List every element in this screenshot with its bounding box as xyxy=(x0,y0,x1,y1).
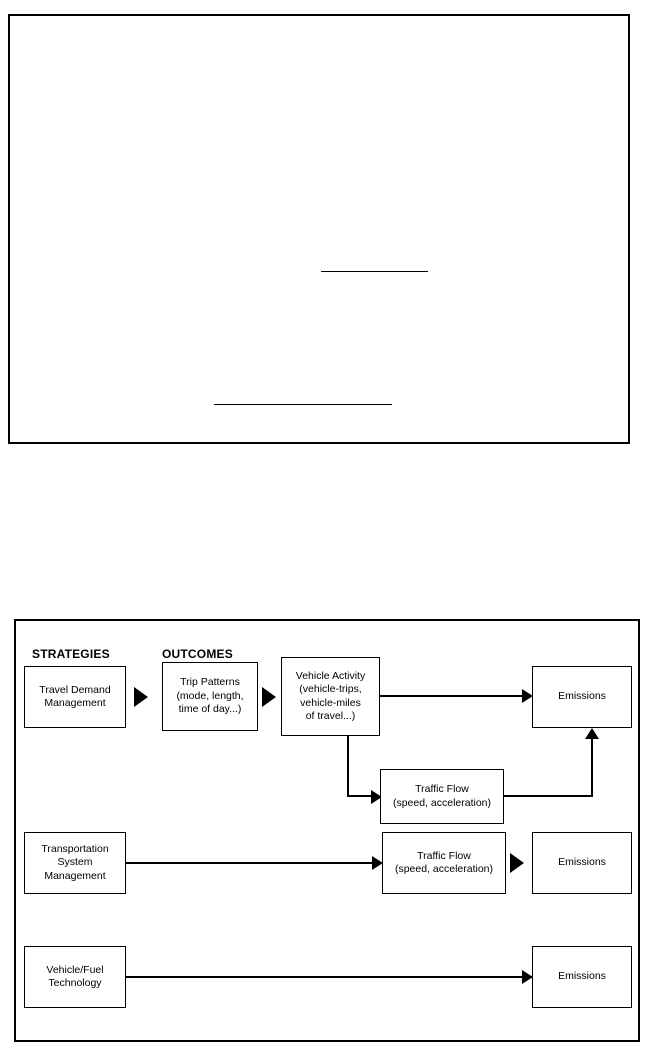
connector-vehicle-activity-to-traffic-flow xyxy=(347,795,374,797)
box-emissions-row2: Emissions xyxy=(532,832,632,894)
box-vehicle-activity: Vehicle Activity (vehicle-trips, vehicle… xyxy=(281,657,380,736)
column-heading-outcomes: OUTCOMES xyxy=(162,647,233,661)
box-traffic-flow-row1: Traffic Flow (speed, acceleration) xyxy=(380,769,504,824)
box-travel-demand-management: Travel Demand Management xyxy=(24,666,126,728)
arrow-traffic-flow-to-emissions-row2 xyxy=(510,853,524,873)
arrowhead-to-traffic-flow-row1 xyxy=(371,790,382,804)
arrowhead-tsm-to-traffic-flow-row2 xyxy=(372,856,383,870)
column-heading-strategies: STRATEGIES xyxy=(32,647,110,661)
box-emissions-row3: Emissions xyxy=(532,946,632,1008)
box-traffic-flow-row2: Traffic Flow (speed, acceleration) xyxy=(382,832,506,894)
box-trip-patterns: Trip Patterns (mode, length, time of day… xyxy=(162,662,258,731)
arrow-tdm-to-trip-patterns xyxy=(134,687,148,707)
arrow-trip-patterns-to-vehicle-activity xyxy=(262,687,276,707)
connector-vehicle-fuel-technology-to-emissions-row3 xyxy=(126,976,524,978)
arrowhead-to-emissions-row3 xyxy=(522,970,533,984)
connector-tsm-to-traffic-flow-row2 xyxy=(126,862,374,864)
top-blank-panel xyxy=(8,14,630,444)
horizontal-rule-upper xyxy=(321,271,428,272)
arrowhead-vehicle-activity-to-emissions xyxy=(522,689,533,703)
connector-vehicle-activity-down xyxy=(347,736,349,796)
box-transportation-system-management: Transportation System Management xyxy=(24,832,126,894)
box-emissions-row1: Emissions xyxy=(532,666,632,728)
connector-traffic-flow-up-row1 xyxy=(591,738,593,796)
flow-diagram-panel: STRATEGIES OUTCOMES Travel Demand Manage… xyxy=(14,619,640,1042)
horizontal-rule-lower xyxy=(214,404,392,405)
connector-vehicle-activity-to-emissions xyxy=(380,695,524,697)
box-vehicle-fuel-technology: Vehicle/Fuel Technology xyxy=(24,946,126,1008)
connector-traffic-flow-right-row1 xyxy=(504,795,593,797)
arrowhead-traffic-flow-to-emissions-row1 xyxy=(585,728,599,739)
